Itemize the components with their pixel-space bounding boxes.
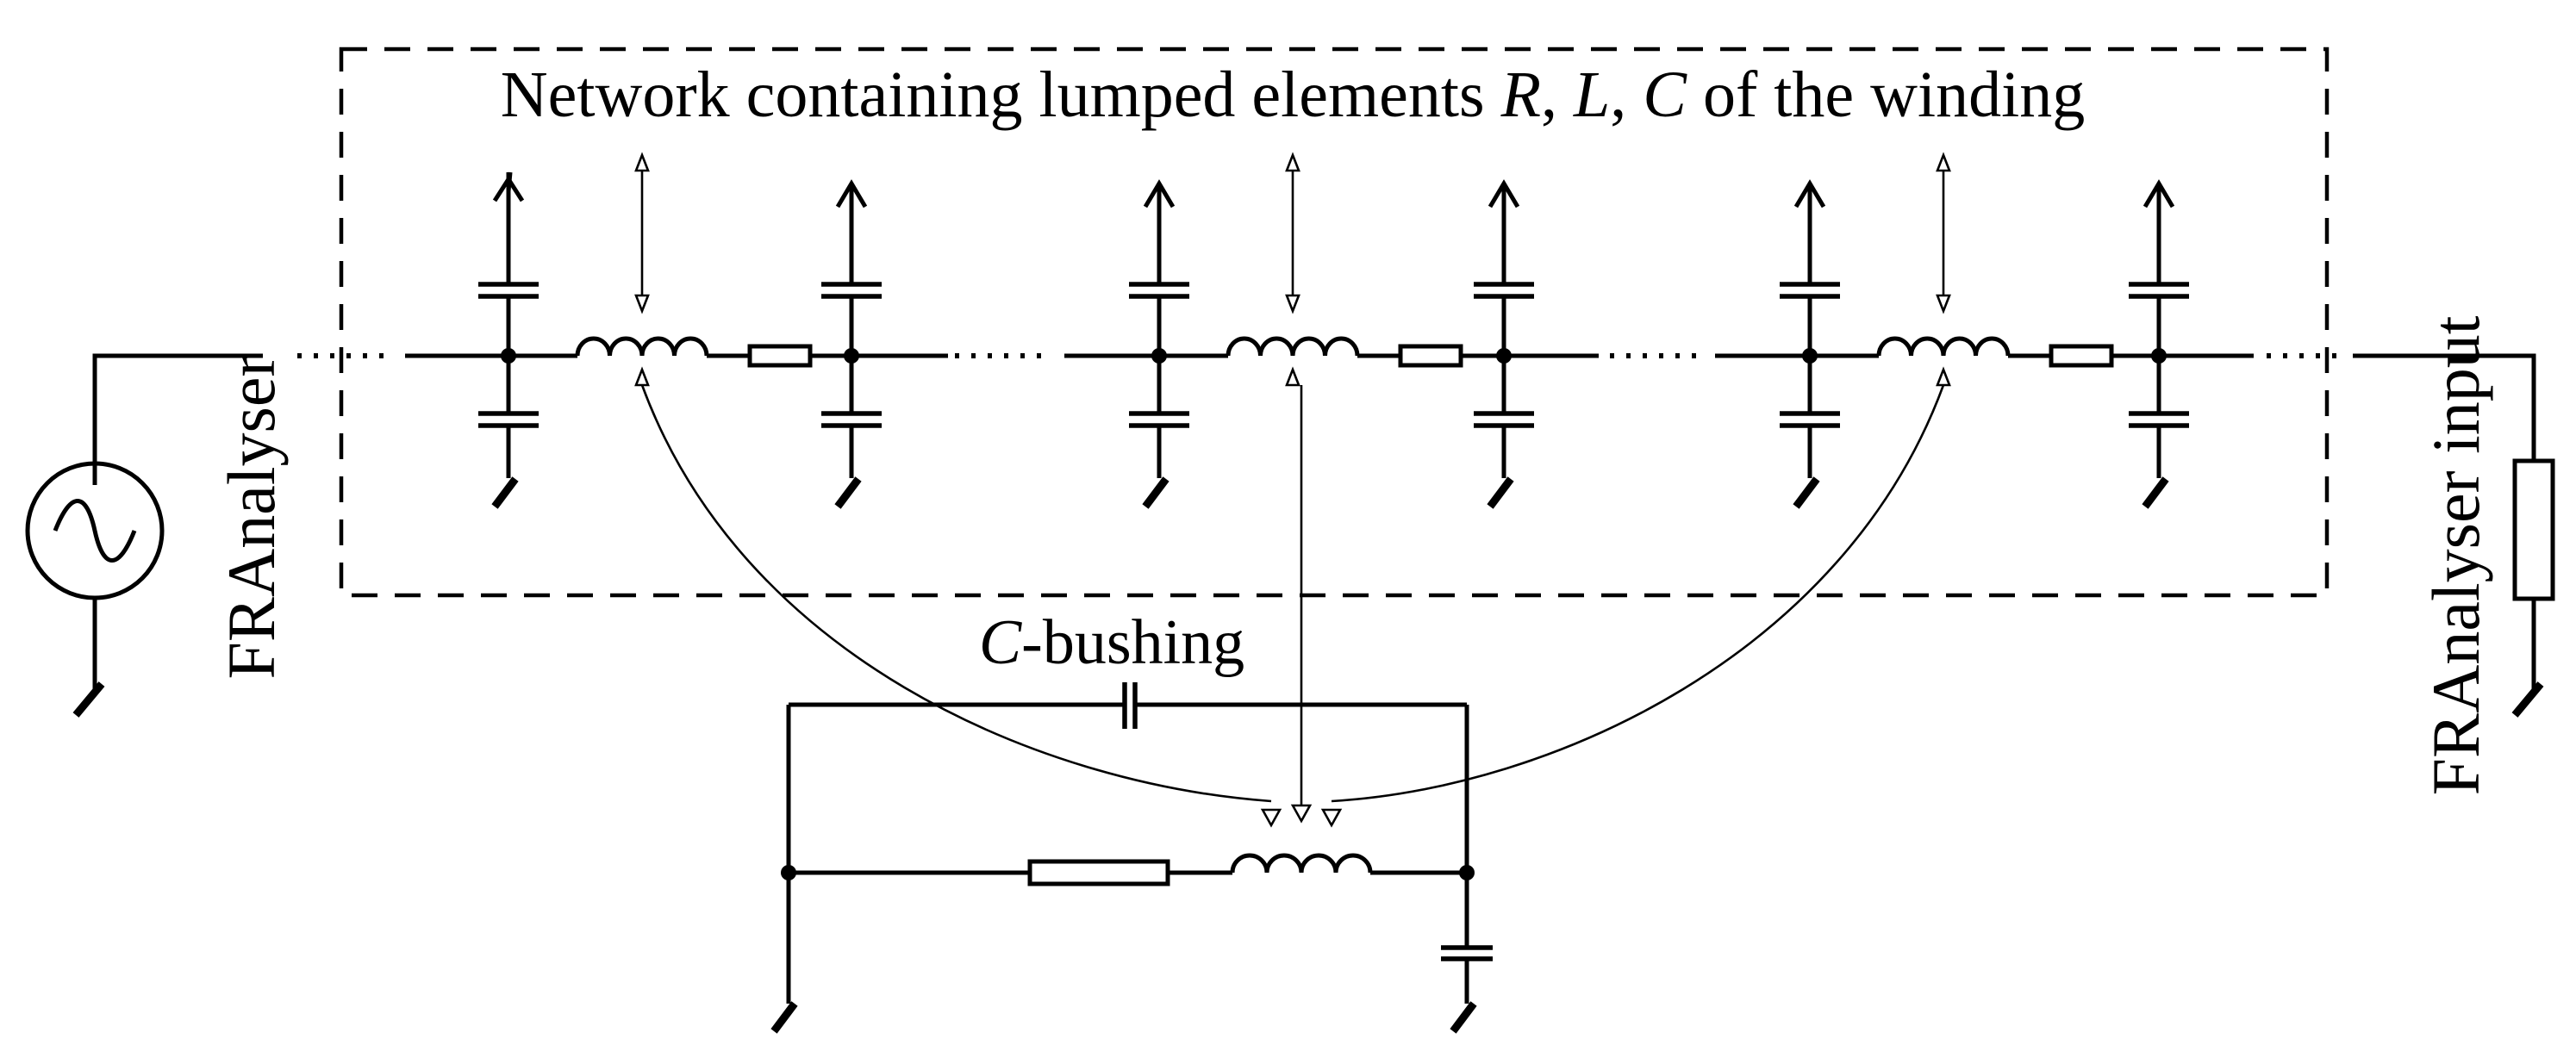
- series-resistor-icon: [1398, 344, 1463, 368]
- open-arrow-icon: [1290, 804, 1313, 824]
- network-boundary: [339, 47, 2330, 598]
- open-arrow-icon: [634, 152, 650, 172]
- ground-icon: [1793, 476, 1820, 509]
- arrow-up-icon: [1143, 179, 1176, 208]
- open-arrow-icon: [634, 366, 650, 387]
- ground-icon: [834, 476, 862, 509]
- open-arrow-icon: [1260, 808, 1282, 828]
- sine-wave-icon: [53, 499, 137, 563]
- arrow-up-icon: [835, 179, 868, 208]
- series-resistor-icon: [2049, 344, 2114, 368]
- coupling-curves: [640, 384, 1945, 828]
- open-arrow-icon: [1285, 294, 1300, 314]
- open-arrow-icon: [1285, 152, 1300, 172]
- generator-label: FRAnalyser: [214, 354, 289, 679]
- bushing-circuit: [770, 682, 1493, 1034]
- inductor-icon: [1226, 336, 1360, 357]
- ground-icon: [2511, 681, 2544, 718]
- bushing-resistor-icon: [1027, 859, 1170, 886]
- bushing-inductor-icon: [1230, 853, 1373, 874]
- inductor-icon: [575, 336, 709, 357]
- analyser-input: [2353, 353, 2555, 718]
- arrow-up-icon: [492, 175, 525, 202]
- ground-icon: [491, 476, 519, 509]
- winding-section-3: [1715, 152, 2254, 509]
- open-arrow-icon: [1936, 152, 1951, 172]
- bushing-label: C-bushing: [979, 607, 1244, 678]
- network-label: Network containing lumped elements R, L,…: [501, 59, 2086, 131]
- winding-section-1: [405, 152, 948, 509]
- input-resistor-icon: [2512, 458, 2555, 601]
- open-arrow-icon: [1936, 294, 1951, 314]
- ground-icon: [1142, 476, 1169, 509]
- input-label: FRAnalyser input: [2418, 315, 2493, 795]
- ground-icon: [1487, 476, 1514, 509]
- ground-icon: [72, 681, 105, 718]
- ground-icon: [2142, 476, 2169, 509]
- generator-source: [25, 353, 263, 718]
- arrow-up-icon: [1793, 179, 1826, 208]
- series-resistor-icon: [747, 344, 813, 368]
- winding-section-2: [1064, 152, 1599, 509]
- arrow-up-icon: [2143, 179, 2175, 208]
- ground-icon: [770, 1001, 798, 1034]
- open-arrow-icon: [634, 294, 650, 314]
- open-arrow-icon: [1320, 808, 1343, 828]
- arrow-up-icon: [1488, 179, 1520, 208]
- ground-icon: [1450, 1001, 1477, 1034]
- open-arrow-icon: [1285, 366, 1300, 387]
- node: [1459, 865, 1475, 880]
- inductor-icon: [1876, 336, 2011, 357]
- open-arrow-icon: [1936, 366, 1951, 387]
